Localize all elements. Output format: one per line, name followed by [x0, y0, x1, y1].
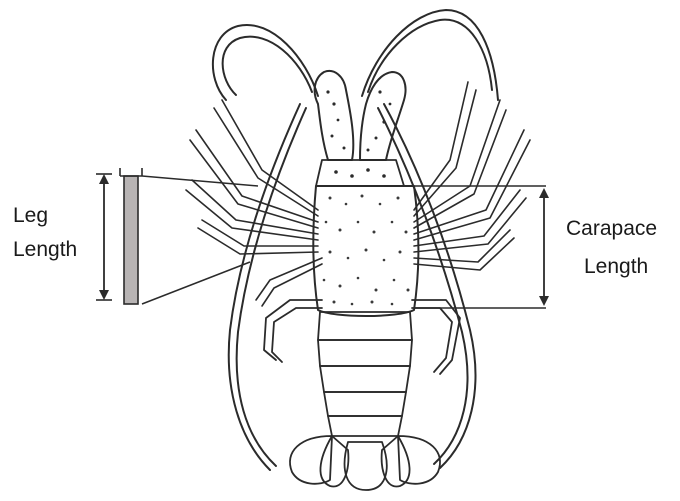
- leg-length-measure: [96, 168, 258, 304]
- leg-length-label-line2: Length: [13, 235, 77, 264]
- tail-fan: [290, 436, 440, 490]
- head: [315, 71, 406, 186]
- leg-length-label-line1: Leg: [13, 201, 48, 230]
- carapace-length-label-line2: Length: [584, 252, 648, 281]
- carapace-length-label-line1: Carapace: [566, 214, 657, 243]
- leg-segment-bar: [124, 176, 138, 304]
- head-texture: [326, 90, 391, 177]
- tail: [318, 312, 412, 436]
- walking-legs: [186, 82, 530, 306]
- leg-callout-top: [142, 176, 258, 186]
- leg-callout-bottom: [142, 262, 250, 304]
- carapace-texture: [323, 195, 410, 306]
- carapace: [313, 186, 418, 316]
